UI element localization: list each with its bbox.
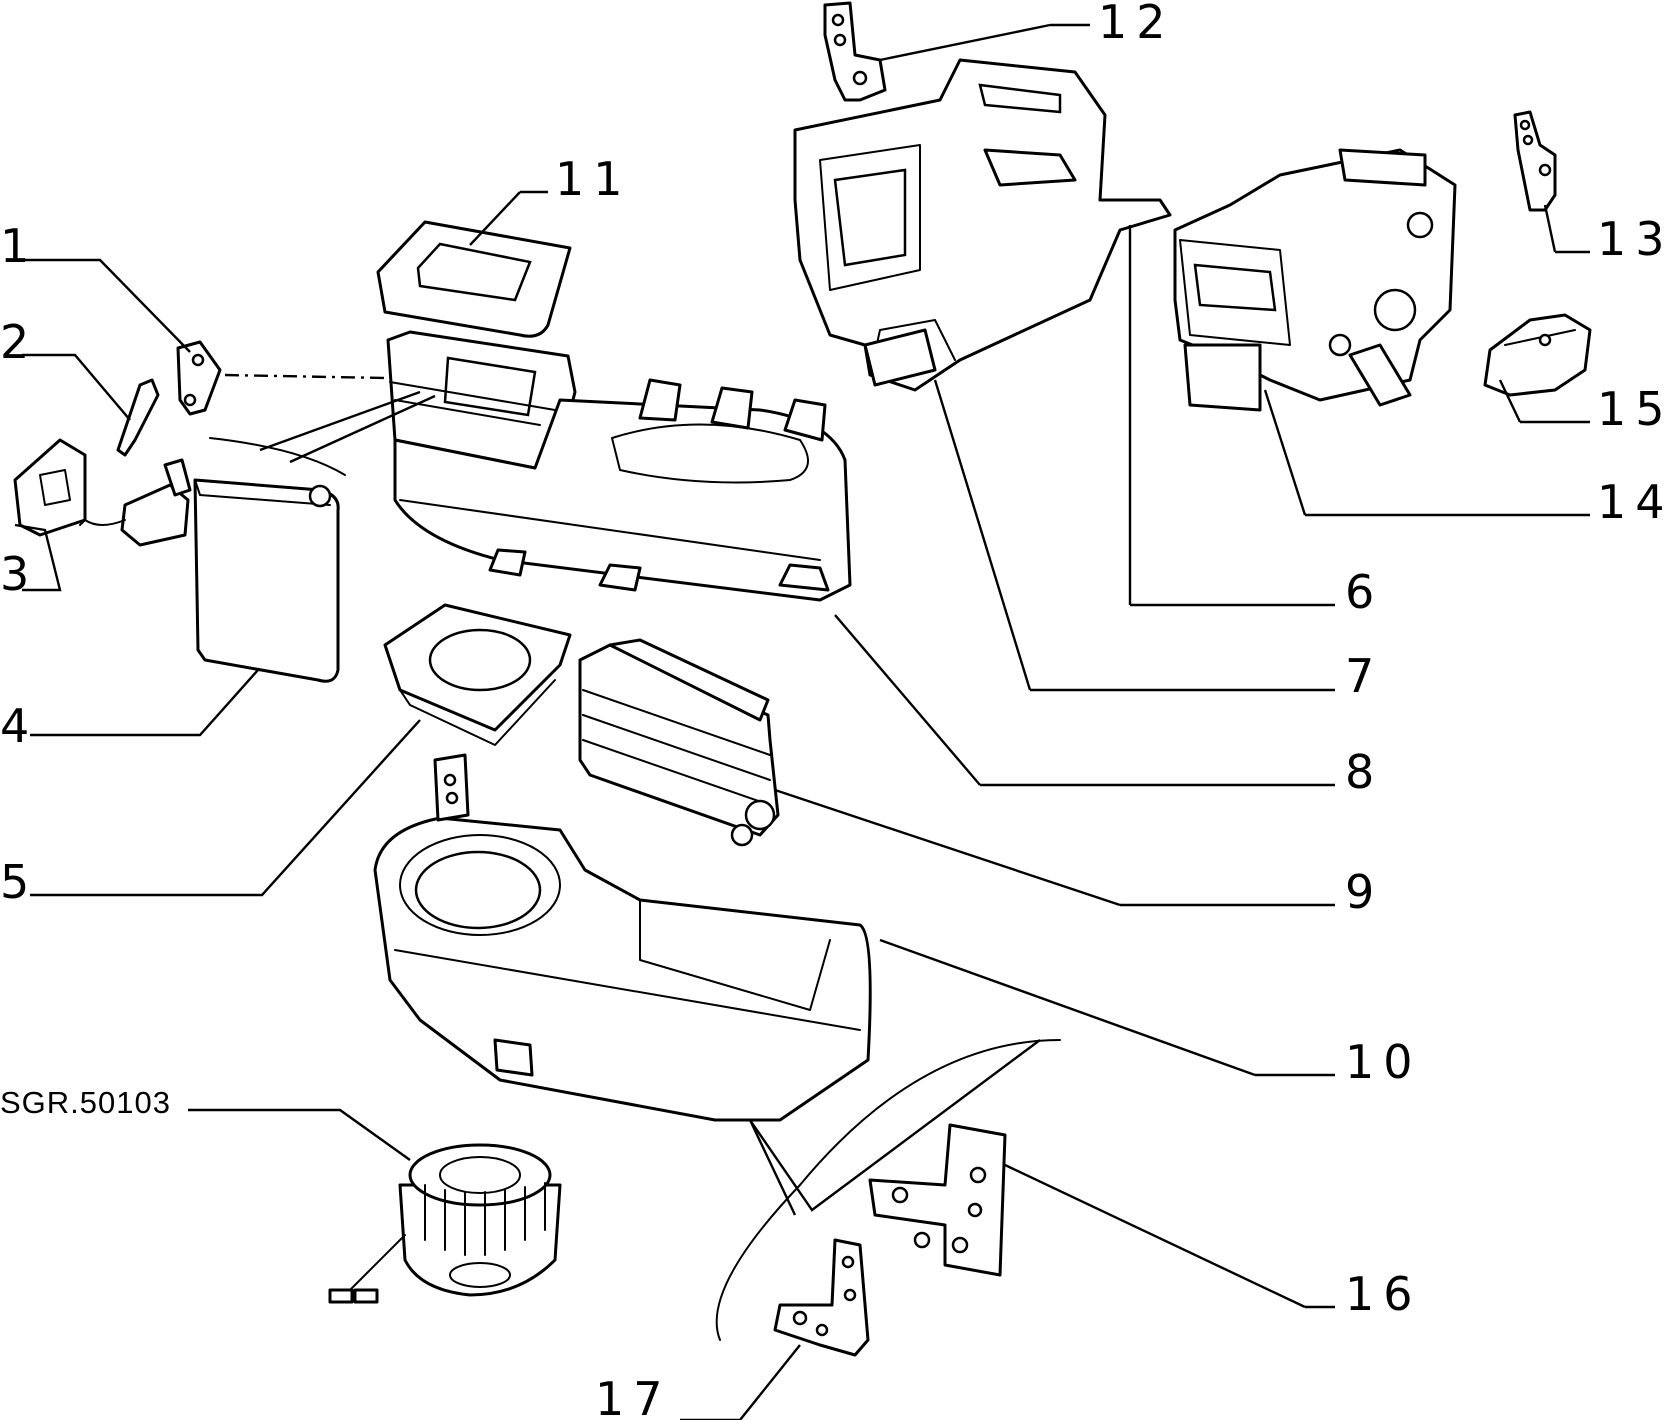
- part-12-bracket: [823, 1, 887, 102]
- callout-15: 15: [1597, 382, 1674, 436]
- callout-14: 14: [1597, 475, 1674, 529]
- callout-17: 17: [595, 1372, 672, 1420]
- part-4-filter: [193, 478, 340, 683]
- callout-6: 6: [1345, 565, 1383, 619]
- callout-3: 3: [0, 547, 38, 601]
- part-filter-housing-top: [386, 330, 577, 470]
- callout-2: 2: [0, 315, 38, 369]
- callout-11: 11: [555, 152, 632, 206]
- part-11-filter-seal: [376, 220, 572, 338]
- callout-16: 16: [1345, 1267, 1422, 1321]
- part-17-bracket: [773, 1238, 870, 1357]
- callout-12: 12: [1098, 0, 1175, 49]
- callout-5: 5: [0, 855, 38, 909]
- callout-7: 7: [1345, 649, 1383, 703]
- part-10-lower-housing: [373, 753, 872, 1122]
- part-15-actuator: [1483, 313, 1592, 397]
- part-13-bracket: [1513, 110, 1557, 212]
- drawing-code: SGR.50103: [0, 1085, 171, 1120]
- part-5-inlet-ring: [383, 603, 572, 746]
- callout-10: 10: [1345, 1035, 1422, 1089]
- callout-4: 4: [0, 699, 38, 753]
- part-16-bracket: [868, 1123, 1007, 1277]
- callout-8: 8: [1345, 745, 1383, 799]
- part-2-lever: [116, 378, 160, 457]
- blower-motor: [328, 1143, 562, 1304]
- callout-1: 1: [0, 219, 38, 273]
- part-9-heater-core: [578, 638, 780, 847]
- callout-13: 13: [1597, 212, 1674, 266]
- leader-lines: [14, 23, 1590, 1420]
- part-8-upper-housing: [393, 378, 852, 602]
- callout-9: 9: [1345, 865, 1383, 919]
- part-6-distribution-housing: [793, 58, 1172, 392]
- part-14-distribution-housing: [1173, 148, 1457, 412]
- part-1-bracket: [176, 340, 222, 416]
